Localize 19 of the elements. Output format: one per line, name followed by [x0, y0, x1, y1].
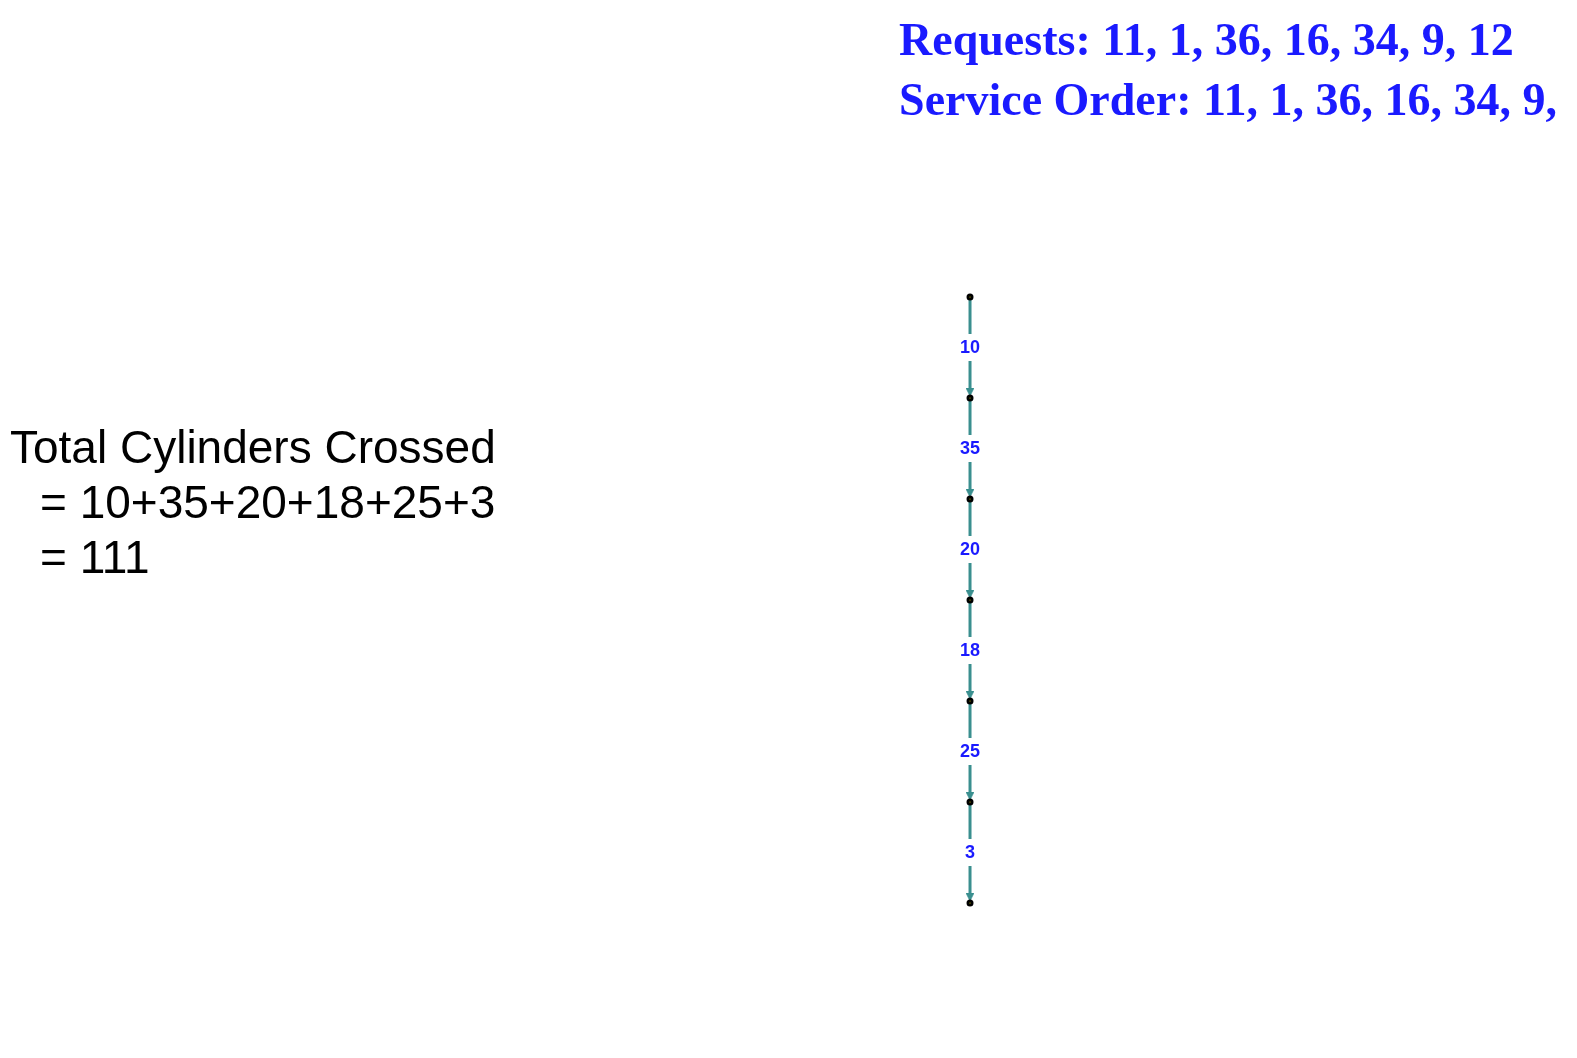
total-text: Total Cylinders Crossed: [10, 420, 496, 475]
edge-label: 25: [959, 741, 981, 761]
node-circle: [966, 495, 974, 503]
edge-label: 35: [959, 438, 981, 458]
node-circle: [966, 697, 974, 705]
heading-text: Service Order: 11, 1, 36, 16, 34, 9,: [899, 72, 1557, 127]
node-circle: [966, 899, 974, 907]
heading-text: Requests: 11, 1, 36, 16, 34, 9, 12: [899, 13, 1515, 67]
node-circle: [966, 798, 974, 806]
edge-label: 10: [959, 337, 981, 357]
edge-label: 3: [964, 842, 976, 862]
node-circle: [966, 293, 974, 301]
edge-label: 18: [959, 640, 981, 660]
edge-label: 20: [959, 539, 981, 559]
total-text: = 111: [39, 530, 151, 586]
total-text: = 10+35+20+18+25+3: [39, 475, 496, 531]
node-circle: [966, 394, 974, 402]
node-circle: [966, 596, 974, 604]
arrow: [965, 804, 975, 902]
